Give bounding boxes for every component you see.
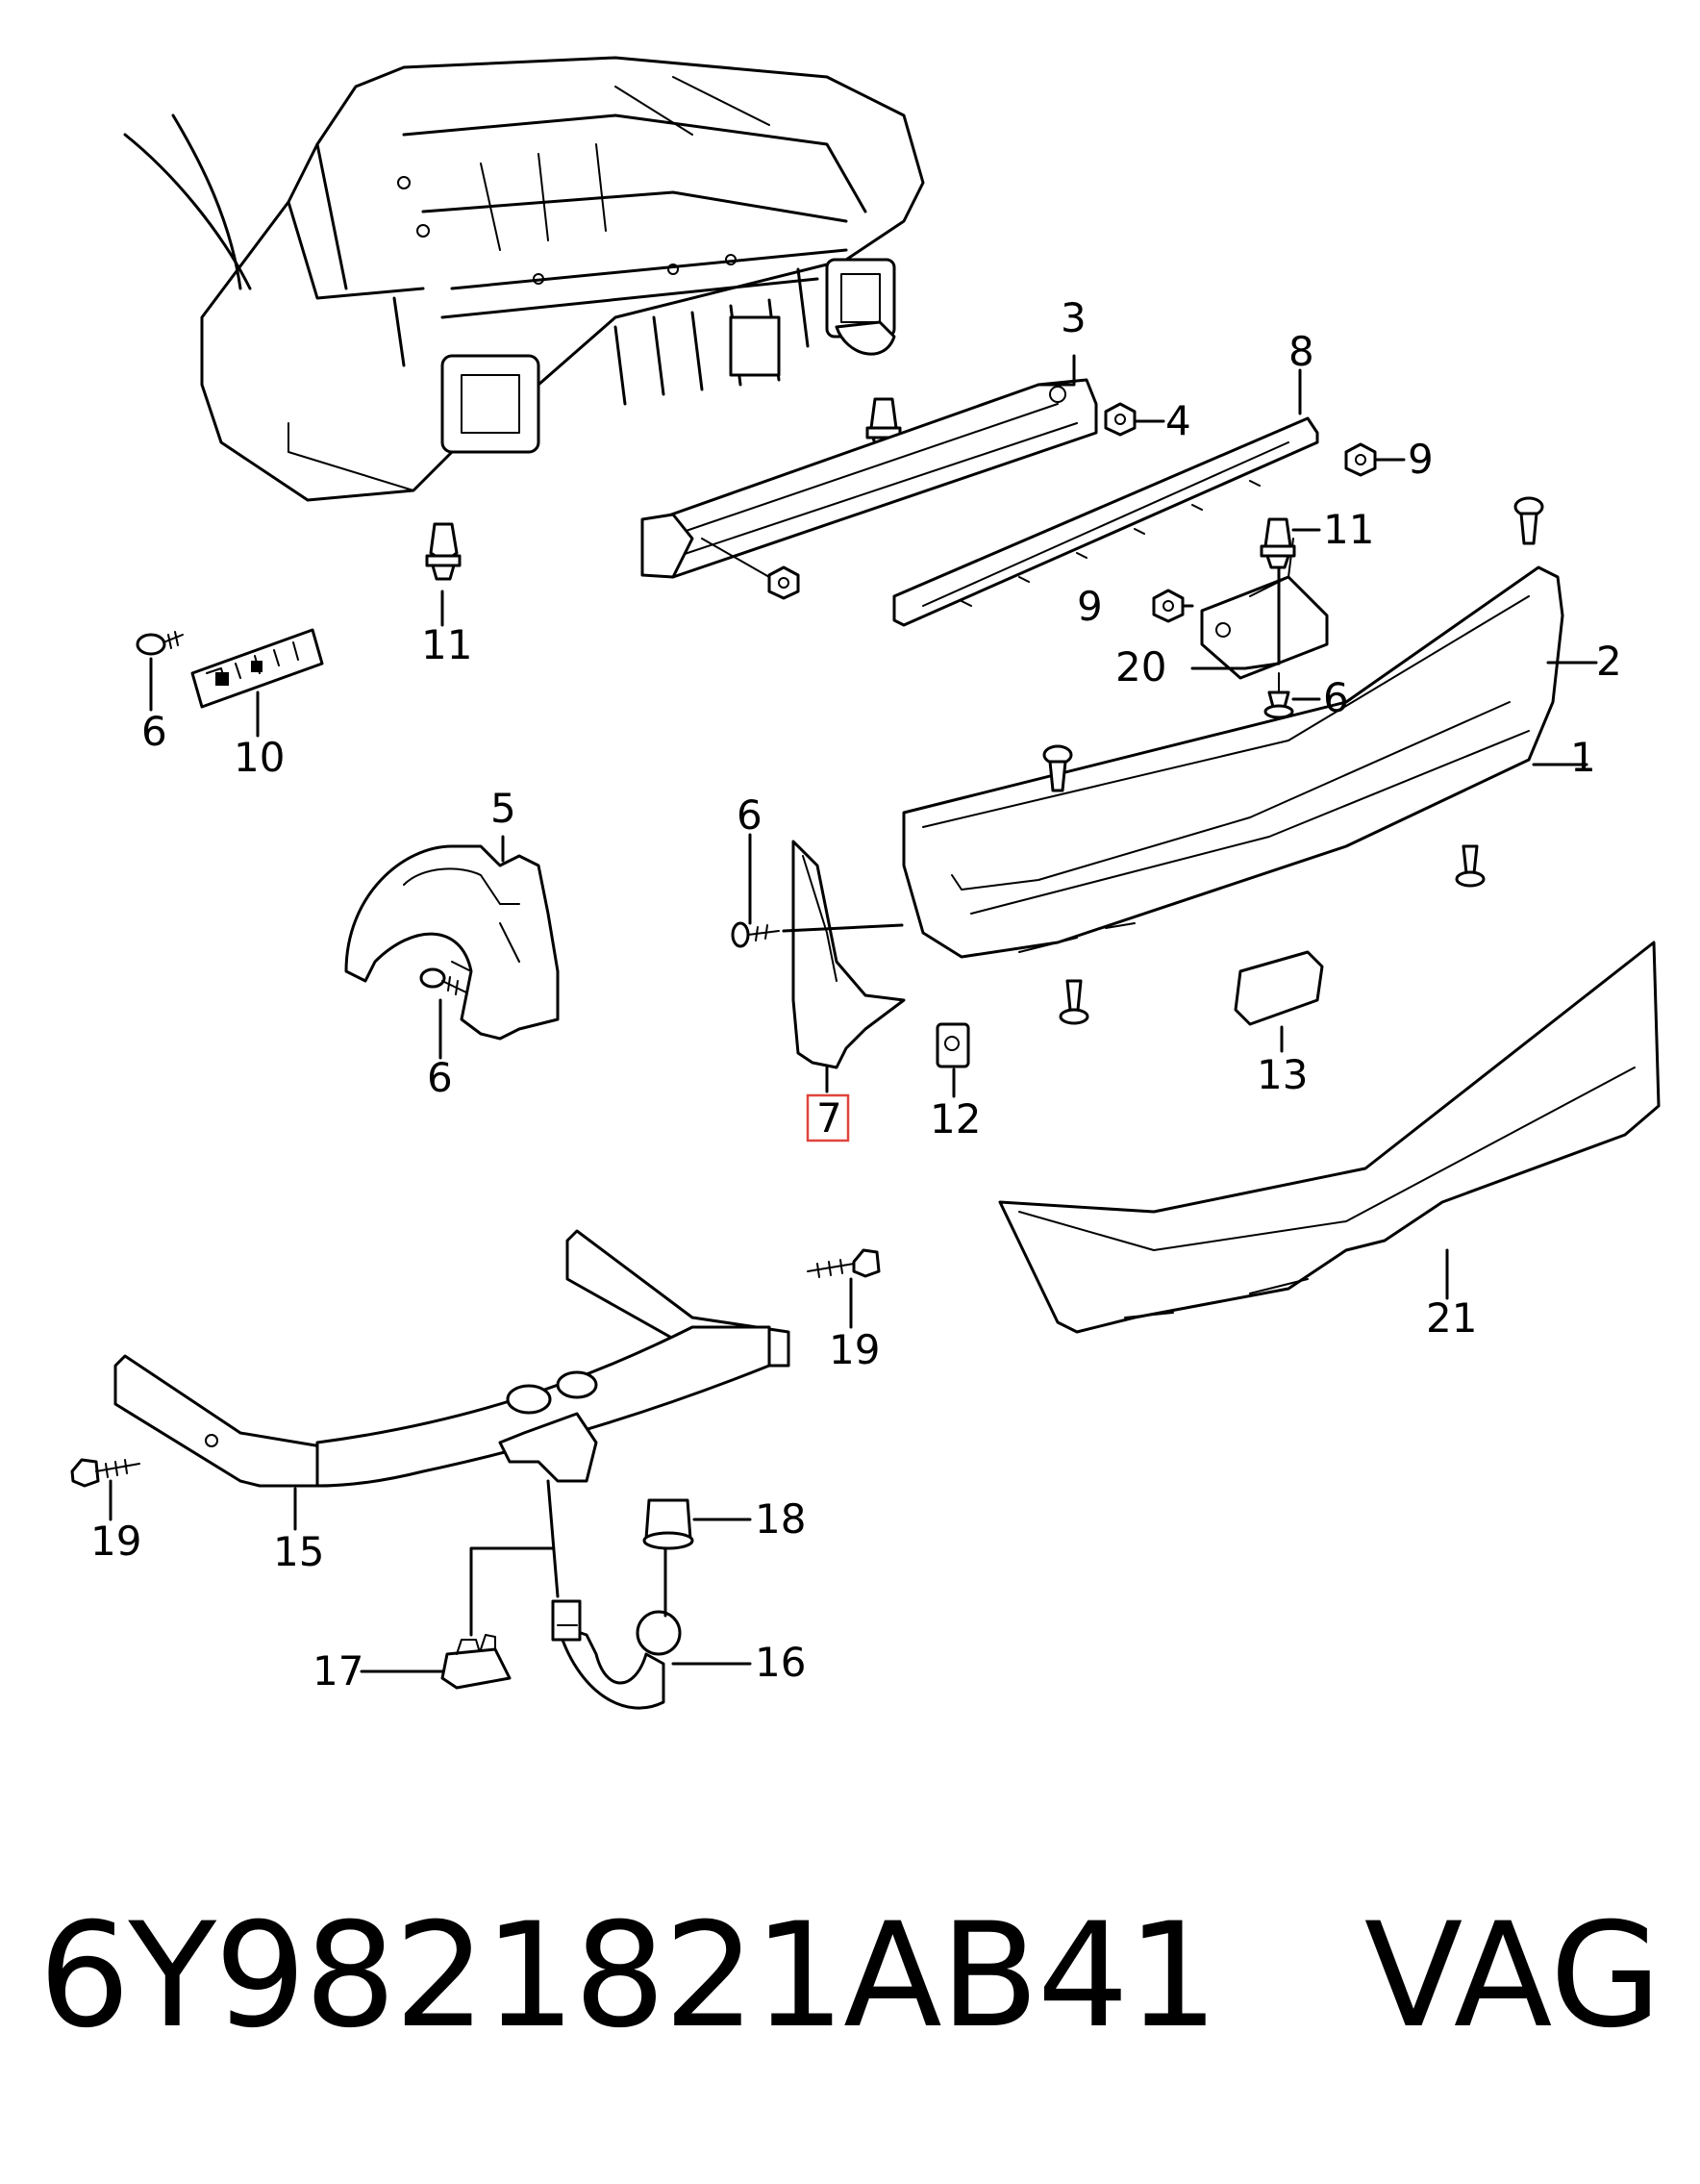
callout-9-upper: 9	[1408, 436, 1434, 483]
part-18-cap	[642, 1498, 694, 1550]
part-19-bolt-right	[807, 1248, 881, 1278]
screw-part-6-flap	[731, 921, 780, 948]
brand-name: VAG	[1363, 1893, 1662, 2060]
footer: 6Y9821821AB41 VAG	[0, 1880, 1700, 2072]
part-13-cover-plate	[1234, 950, 1324, 1026]
bumper-screw-top	[1042, 744, 1073, 792]
clip-part-11-right	[1260, 517, 1296, 569]
callout-labels: 1 2 3 4 5 6 6 6 6 7 8 9 9 10 11 11 12 13…	[90, 294, 1622, 1694]
screw-part-6-strip	[136, 631, 184, 656]
callout-6-flap: 6	[737, 791, 762, 839]
part-10-strip	[190, 628, 324, 709]
part-15-tow-bar	[113, 1229, 790, 1488]
screw-part-6-bracket	[1263, 672, 1294, 719]
callout-21: 21	[1426, 1294, 1477, 1342]
part-9-nut-upper	[1344, 442, 1377, 477]
callout-11-right: 11	[1323, 506, 1374, 553]
callout-4: 4	[1165, 397, 1191, 444]
part-7-mud-flap	[791, 840, 906, 1069]
callout-3: 3	[1061, 294, 1087, 341]
callout-18: 18	[755, 1495, 806, 1543]
callout-10: 10	[234, 734, 285, 781]
leader-lines	[109, 354, 1598, 1673]
bumper-screw-right-mid	[1455, 844, 1486, 888]
part-8-guide-rail	[892, 416, 1319, 627]
part-3-reinforcement-bar	[640, 378, 1098, 579]
part-20-bracket	[1200, 537, 1329, 680]
callout-16: 16	[755, 1639, 806, 1686]
callout-20: 20	[1115, 643, 1166, 690]
nut-bar-end	[701, 538, 800, 600]
clip-part-11-left	[425, 522, 462, 581]
part-16-tow-ball	[551, 1599, 682, 1710]
callout-11-left: 11	[421, 621, 472, 668]
callout-1: 1	[1570, 734, 1596, 781]
callout-13: 13	[1257, 1051, 1308, 1098]
part-9-nut-lower	[1152, 589, 1185, 623]
part-17-socket	[440, 1634, 512, 1690]
callout-6-strip: 6	[141, 708, 167, 755]
exploded-parts-diagram: 1 2 3 4 5 6 6 6 6 7 8 9 9 10 11 11 12 13…	[70, 56, 1661, 1710]
part-4-nut	[1104, 402, 1137, 437]
callout-8: 8	[1288, 328, 1314, 375]
bumper-screw-bottom	[1059, 979, 1089, 1025]
callout-7-highlight	[806, 1093, 850, 1142]
callout-19-left: 19	[90, 1518, 141, 1565]
vehicle-rear-body	[123, 56, 925, 502]
callout-9-lower: 9	[1077, 583, 1103, 630]
callout-6-liner: 6	[427, 1054, 453, 1101]
part-5-wheelarch-liner	[344, 844, 560, 1041]
part-number: 6Y9821821AB41	[38, 1893, 1218, 2060]
callout-5: 5	[490, 785, 516, 832]
bumper-screw-right-top	[1513, 496, 1544, 545]
callout-17: 17	[312, 1647, 363, 1694]
part-12-clip-nut	[936, 1022, 970, 1068]
part-1-bumper-cover	[902, 565, 1564, 959]
screw-part-6-liner	[419, 967, 467, 995]
callout-7: 7	[816, 1094, 842, 1142]
callout-15: 15	[273, 1528, 324, 1575]
callout-6-bracket: 6	[1323, 674, 1349, 721]
part-19-bolt-left	[70, 1458, 140, 1488]
callout-2: 2	[1596, 638, 1622, 685]
callout-19-right: 19	[829, 1326, 880, 1373]
callout-12: 12	[930, 1095, 981, 1142]
part-21-lower-panel	[998, 941, 1661, 1334]
